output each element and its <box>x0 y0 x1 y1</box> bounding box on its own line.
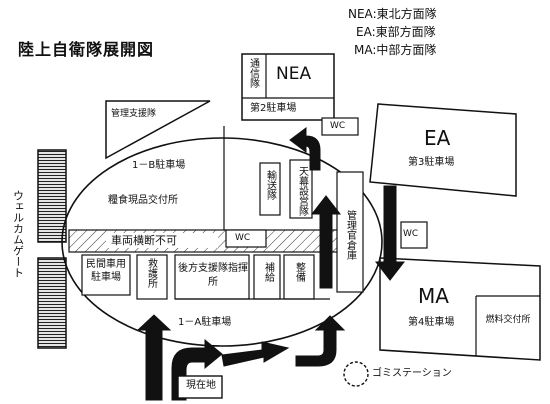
legend-key: NEA <box>348 7 373 21</box>
ea-label: EA <box>424 126 451 150</box>
legend-value: 東北方面隊 <box>376 7 437 21</box>
no-crossing-label: 車両横断不可 <box>111 234 177 247</box>
ea-lot-label: 第3駐車場 <box>408 157 455 168</box>
legend-key: MA <box>354 43 373 57</box>
current-location-box <box>177 375 223 399</box>
welcome-gate-label: ウェルカムゲート <box>11 190 25 278</box>
nea-comm-label: 通信隊 <box>247 58 259 88</box>
nea-label: NEA <box>276 64 312 84</box>
current-location-label: 現在地 <box>186 380 216 391</box>
wc-top-label: WC <box>330 121 346 131</box>
main-parking-oval <box>61 137 383 347</box>
wc-road-label: WC <box>235 233 251 243</box>
garbage-label: ゴミステーション <box>372 368 452 379</box>
garbage-circle <box>343 361 369 387</box>
supply-label: 補給 <box>262 262 274 282</box>
legend-key: EA <box>356 25 372 39</box>
mgmt-triangle <box>105 100 211 160</box>
tent-label: 天幕設営隊 <box>296 166 308 216</box>
legend-nea: NEA:東北方面隊 <box>348 7 437 21</box>
ma-label: MA <box>418 284 449 308</box>
legend-ma: MA:中部方面隊 <box>354 43 437 57</box>
wc-road <box>225 229 267 248</box>
nea-box <box>241 53 335 121</box>
page-title: 陸上自衛隊展開図 <box>18 40 155 59</box>
tent-box <box>289 159 313 219</box>
aid-label: 救護所 <box>145 258 157 288</box>
wc-top <box>321 117 359 136</box>
lot-1b-label: 1－B駐車場 <box>132 160 186 171</box>
maint-label: 整備 <box>293 262 305 282</box>
ma-box <box>379 257 541 361</box>
ma-lot-label: 第4駐車場 <box>408 317 455 328</box>
wc-right <box>400 221 428 249</box>
mgmt-label: 管理支援隊 <box>111 109 157 119</box>
nea-lot-label: 第2駐車場 <box>250 103 297 114</box>
legend-ea: EA:東部方面隊 <box>356 25 436 39</box>
wc-right-label: WC <box>403 229 419 239</box>
warehouse-label: 管理官倉庫 <box>344 210 356 260</box>
legend-value: 東部方面隊 <box>375 25 436 39</box>
transport-box <box>259 162 281 216</box>
transport-label: 輸送隊 <box>264 170 276 200</box>
civil-lot-label: 民間車用駐車場 <box>86 259 126 283</box>
lot-1a-label: 1－A駐車場 <box>178 317 232 328</box>
fuel-label: 燃料交付所 <box>485 315 531 325</box>
gate-upper <box>37 149 67 243</box>
civil-lot-box <box>81 254 131 296</box>
warehouse-box <box>336 171 364 293</box>
aid-box <box>136 254 168 300</box>
gate-lower <box>37 257 67 349</box>
rear-hq-box <box>174 254 250 300</box>
rations-label: 糧食現品交付所 <box>108 195 178 206</box>
ea-box <box>369 103 517 197</box>
legend-value: 中部方面隊 <box>376 43 437 57</box>
rear-hq-label: 後方支援隊指揮所 <box>178 263 248 288</box>
